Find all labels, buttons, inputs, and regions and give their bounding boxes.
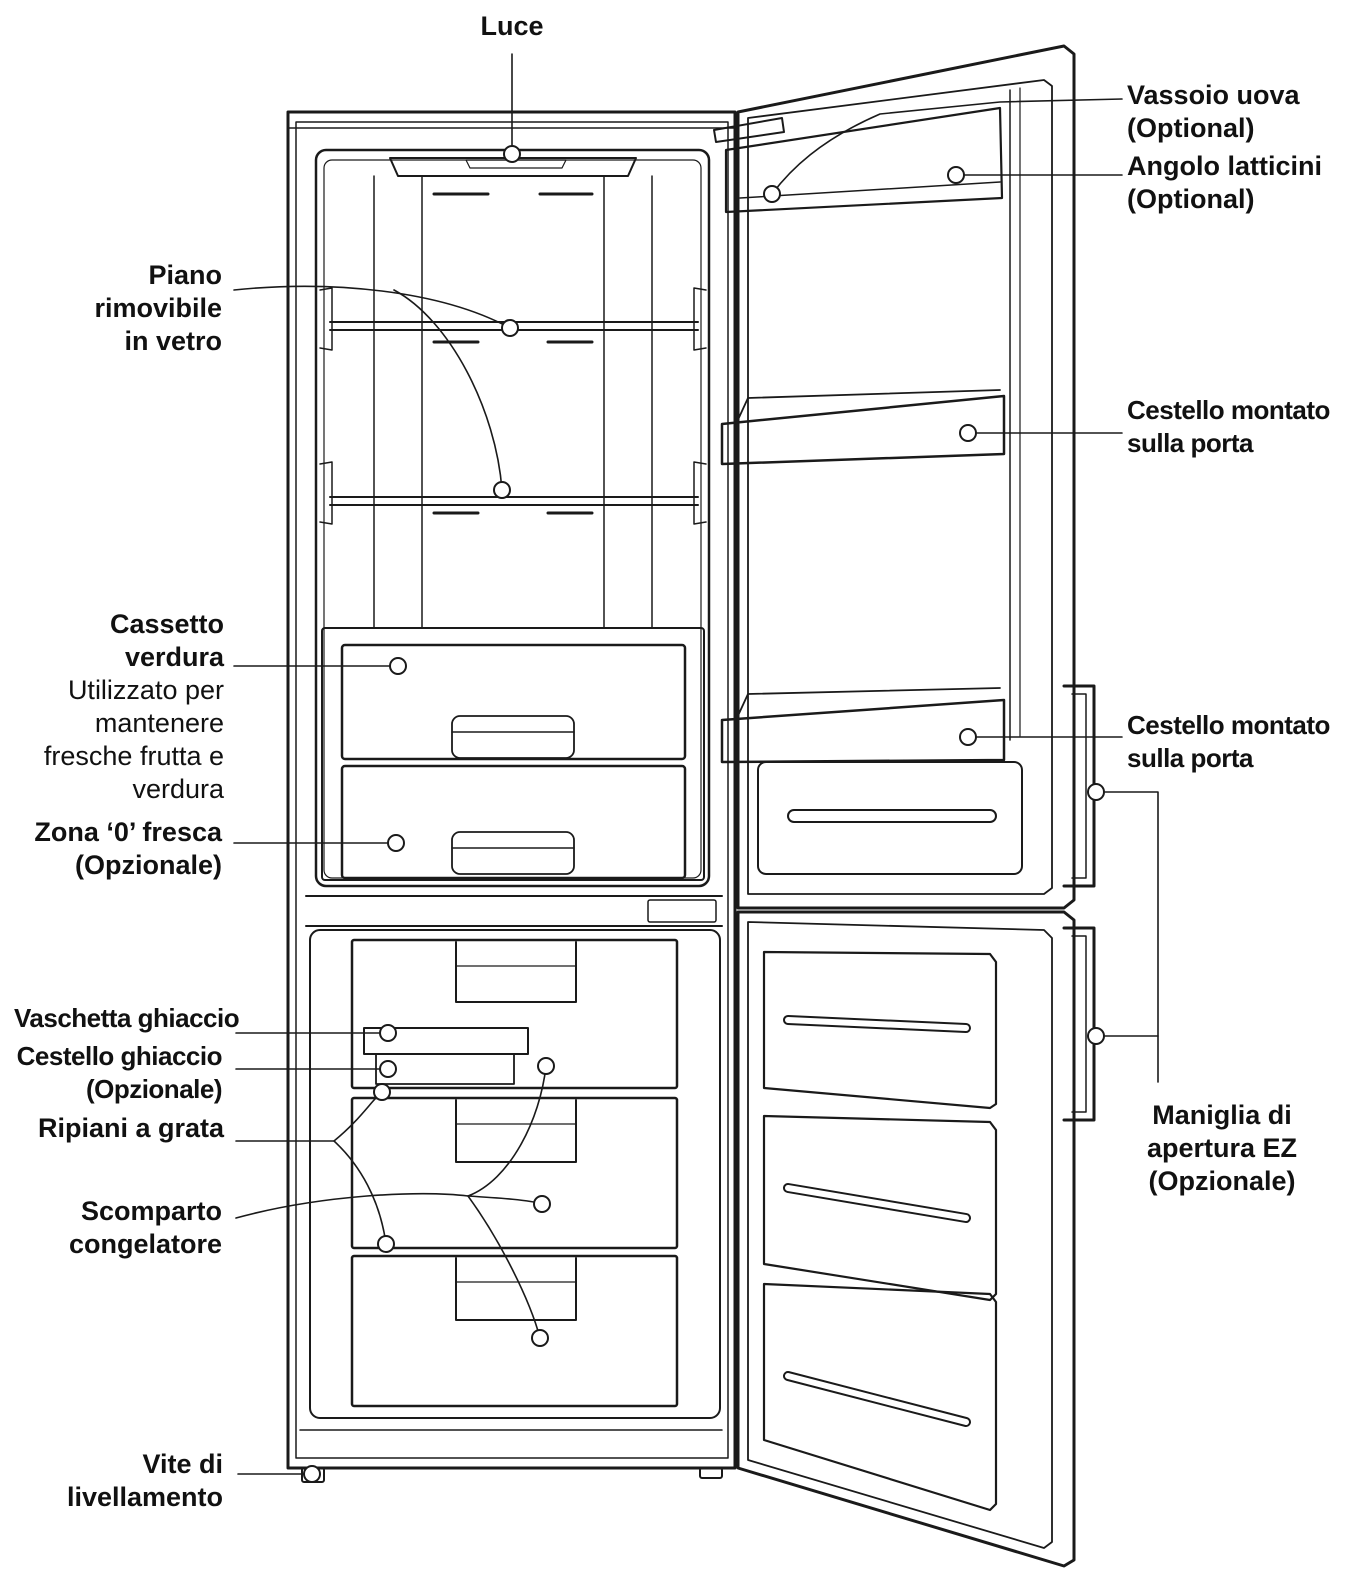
label-cassetto-verdura-desc1: Utilizzato per [67, 675, 224, 705]
label-cestello-porta-1-line2: sulla porta [1127, 428, 1253, 458]
label-cassetto-verdura-title2: verdura [124, 642, 224, 672]
label-piano-rimovibile-line3: in vetro [124, 326, 222, 356]
callout-markers [303, 145, 1105, 1483]
leader-lines [233, 53, 1159, 1475]
label-scomparto-congelatore: Scomparto congelatore [69, 1195, 222, 1261]
label-vaschetta-ghiaccio: Vaschetta ghiaccio [14, 1002, 240, 1035]
label-angolo-latticini-line1: Angolo latticini [1127, 151, 1322, 181]
cabinet-body [286, 110, 737, 1470]
label-cestello-ghiaccio: Cestello ghiaccio (Opzionale) [16, 1040, 223, 1106]
label-vite-livellamento-line2: livellamento [66, 1482, 223, 1512]
label-luce: Luce [452, 10, 572, 43]
label-cestello-ghiaccio-line1: Cestello ghiaccio [16, 1041, 223, 1071]
label-piano-rimovibile-line2: rimovibile [94, 293, 222, 323]
label-piano-rimovibile: Piano rimovibile in vetro [94, 259, 222, 358]
label-angolo-latticini-line2: (Optional) [1127, 184, 1255, 214]
label-zona-fresca-line2: (Opzionale) [75, 850, 222, 880]
crisper-drawers [321, 627, 705, 881]
freezer-door [736, 910, 1096, 1568]
label-cestello-porta-2: Cestello montato sulla porta [1127, 709, 1330, 775]
label-cestello-porta-1-line1: Cestello montato [1127, 395, 1330, 425]
fridge-door [713, 44, 1096, 910]
label-scomparto-congelatore-line2: congelatore [68, 1229, 222, 1259]
label-vassoio-uova-line1: Vassoio uova [1127, 80, 1300, 110]
label-cassetto-verdura-desc2: mantenere [94, 708, 224, 738]
label-cassetto-verdura-title1: Cassetto [109, 609, 224, 639]
label-maniglia-line1: Maniglia di [1152, 1100, 1292, 1130]
label-vaschetta-ghiaccio-line: Vaschetta ghiaccio [14, 1003, 240, 1033]
levelling-feet [301, 1467, 723, 1483]
label-vite-livellamento-line1: Vite di [142, 1449, 223, 1479]
label-cestello-porta-2-line1: Cestello montato [1127, 710, 1330, 740]
label-angolo-latticini: Angolo latticini (Optional) [1127, 150, 1322, 216]
label-maniglia-line2: apertura EZ [1146, 1133, 1298, 1163]
label-piano-rimovibile-line1: Piano [148, 260, 222, 290]
label-vassoio-uova: Vassoio uova (Optional) [1127, 79, 1300, 145]
label-vassoio-uova-line2: (Optional) [1127, 113, 1255, 143]
label-luce-line: Luce [480, 11, 544, 41]
label-cestello-ghiaccio-line2: (Opzionale) [85, 1074, 223, 1104]
label-zona-fresca-line1: Zona ‘0’ fresca [34, 817, 222, 847]
cabinet-divider [305, 895, 723, 927]
freezer-compartment [299, 929, 723, 1431]
label-ripiani-grata: Ripiani a grata [38, 1112, 224, 1145]
label-scomparto-congelatore-line1: Scomparto [80, 1196, 222, 1226]
label-maniglia-line3: (Opzionale) [1148, 1166, 1296, 1196]
fridge-compartment [314, 148, 711, 888]
label-cassetto-verdura-desc4: verdura [132, 774, 224, 804]
label-cestello-porta-2-line2: sulla porta [1127, 743, 1253, 773]
label-ripiani-grata-line: Ripiani a grata [37, 1113, 224, 1143]
label-cassetto-verdura: Cassetto verdura Utilizzato per mantener… [44, 608, 224, 806]
label-cestello-porta-1: Cestello montato sulla porta [1127, 394, 1330, 460]
label-cassetto-verdura-desc3: fresche frutta e [43, 741, 224, 771]
label-maniglia: Maniglia di apertura EZ (Opzionale) [1122, 1099, 1322, 1198]
label-zona-fresca: Zona ‘0’ fresca (Opzionale) [34, 816, 222, 882]
label-vite-livellamento: Vite di livellamento [67, 1448, 223, 1514]
